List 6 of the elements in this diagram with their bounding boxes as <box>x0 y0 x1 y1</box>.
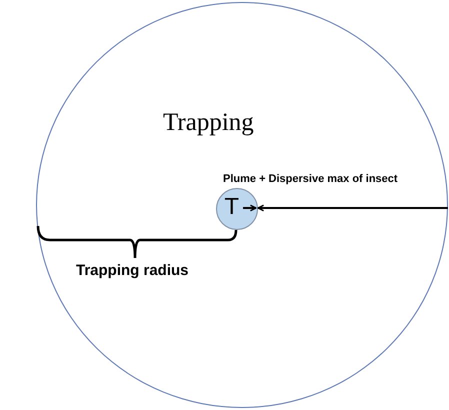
trap-caption: Plume + Dispersive max of insect <box>223 173 398 185</box>
trapping-zone-circle <box>36 2 448 408</box>
zone-title: Trapping <box>163 109 254 137</box>
arrow <box>257 204 448 212</box>
trap-letter: T <box>225 195 238 221</box>
dimension-label: Trapping radius <box>76 262 189 279</box>
